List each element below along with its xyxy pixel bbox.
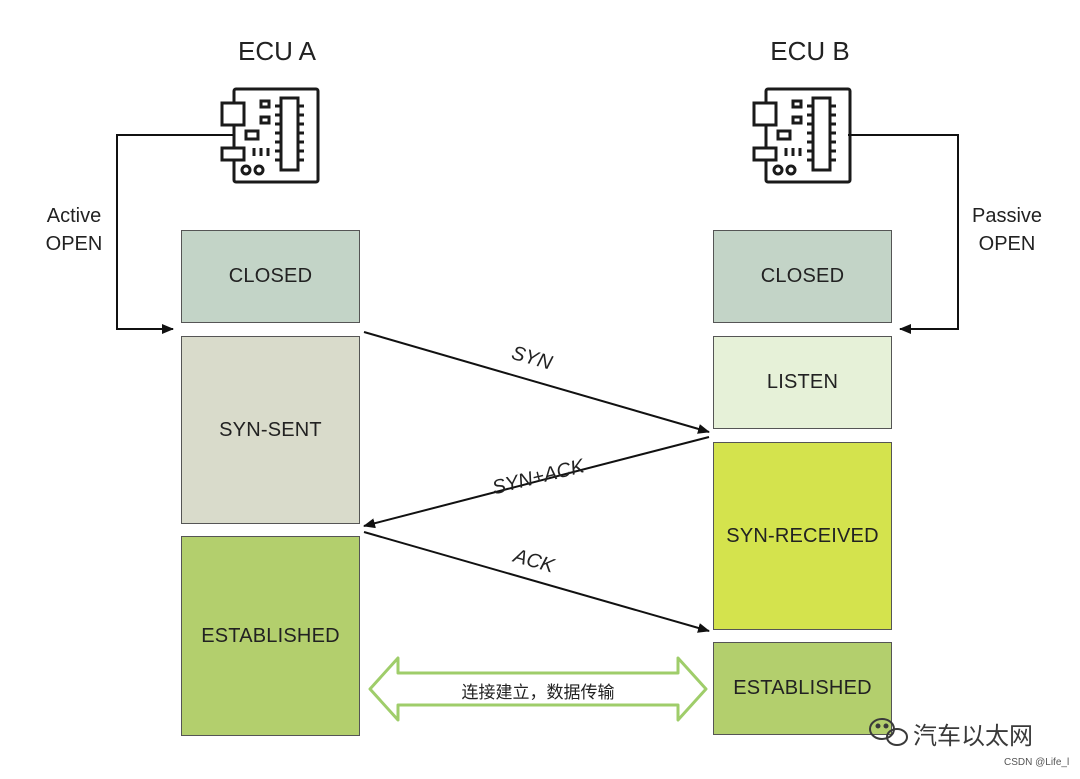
credit-text: CSDN @Life_l	[1004, 757, 1070, 768]
active-label-line2: OPEN	[45, 233, 103, 255]
passive-label-line2: OPEN	[978, 233, 1036, 255]
ecu-b-state-listen: LISTEN	[713, 336, 892, 429]
active-label-line1: Active	[46, 205, 102, 227]
ecu-a-chip-icon	[220, 87, 320, 184]
data-transfer-label: 连接建立，数据传输	[461, 683, 615, 702]
ecu-a-state-syn-sent-label: SYN-SENT	[219, 418, 322, 441]
ecu-b-state-syn-received-label: SYN-RECEIVED	[726, 524, 879, 547]
wechat-icon	[869, 718, 908, 746]
active-open-label: Active OPEN	[34, 202, 114, 258]
ecu-b-state-established: ESTABLISHED	[713, 642, 892, 735]
ecu-a-state-syn-sent: SYN-SENT	[181, 336, 360, 524]
active-open-connector	[116, 134, 233, 334]
ack-arrow	[363, 531, 710, 633]
syn-arrow	[363, 331, 710, 434]
ecu-b-state-established-label: ESTABLISHED	[733, 677, 872, 699]
ecu-b-chip-icon	[752, 87, 852, 184]
ecu-a-state-closed-label: CLOSED	[228, 265, 313, 287]
data-transfer-double-arrow	[368, 656, 708, 722]
ecu-b-state-closed: CLOSED	[713, 230, 892, 323]
ecu-b-state-listen-label: LISTEN	[766, 371, 839, 393]
ecu-b-title: ECU B	[770, 36, 850, 66]
syn-ack-arrow	[363, 436, 710, 529]
watermark-text: 汽车以太网	[913, 723, 1033, 750]
ecu-a-title: ECU A	[237, 36, 317, 66]
passive-open-connector	[848, 134, 959, 334]
ecu-b-state-syn-received: SYN-RECEIVED	[713, 442, 892, 630]
passive-label-line1: Passive	[971, 205, 1043, 227]
passive-open-label: Passive OPEN	[962, 202, 1052, 258]
ecu-b-state-closed-label: CLOSED	[760, 265, 845, 287]
ecu-a-state-established-label: ESTABLISHED	[201, 624, 340, 647]
ecu-a-state-closed: CLOSED	[181, 230, 360, 323]
ecu-a-state-established: ESTABLISHED	[181, 536, 360, 736]
